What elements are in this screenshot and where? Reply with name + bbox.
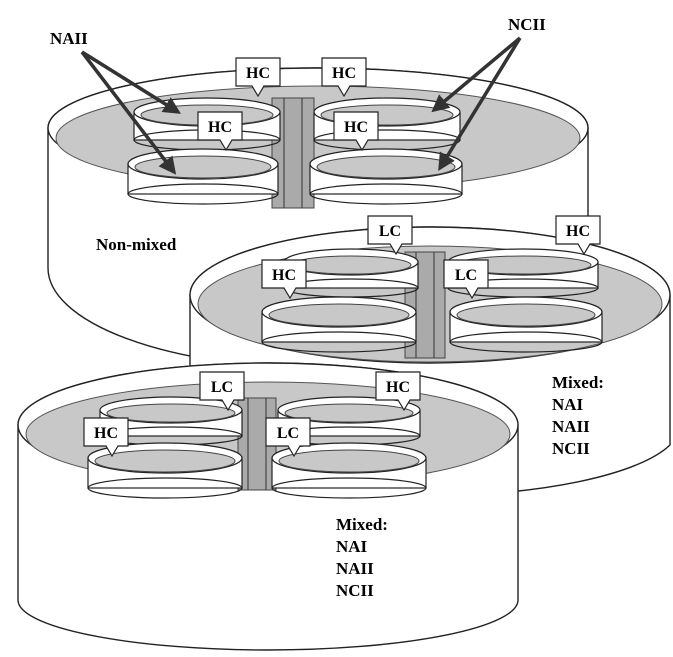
sign-label: HC [344,119,368,136]
sign-hc: HC [83,417,129,458]
callout-arrow [80,50,177,175]
callout-arrow [438,37,522,171]
callout-arrow [431,36,522,113]
tank-species: NCII [336,581,374,600]
sign-label: LC [211,379,233,396]
sign-hc: HC [261,259,307,300]
sign-hc: HC [375,371,421,412]
enclosure-back-left [99,396,243,446]
callout-label: NCII [508,15,546,34]
callout-ncii: NCII [431,15,546,171]
sign-hc: HC [321,57,367,98]
tank-species: NAII [336,559,374,578]
sign-label: LC [379,223,401,240]
enclosure-front-left [87,442,243,499]
sign-hc: HC [197,111,243,152]
sign-label: HC [246,65,270,82]
tank-mixed-left: LC HC HC LC Mixed: NAI NAII NCII [17,362,519,651]
tank-title: Mixed: [336,515,388,534]
enclosure-front-right [309,148,463,205]
callout-arrow [81,50,181,114]
sign-hc: HC [235,57,281,98]
sign-hc: HC [555,215,601,256]
sign-label: HC [94,425,118,442]
enclosure-front-right [449,296,603,353]
sign-lc: LC [443,259,489,300]
callout-naii: NAII [50,29,181,175]
sign-label: HC [272,267,296,284]
callout-label: NAII [50,29,88,48]
tank-species: NAI [552,395,584,414]
sign-label: HC [332,65,356,82]
sign-label: HC [208,119,232,136]
sign-label: LC [455,267,477,284]
enclosure-front-left [261,296,417,353]
tank-species: NAI [336,537,368,556]
tank-species: NAII [552,417,590,436]
sign-label: LC [277,425,299,442]
sign-label: HC [386,379,410,396]
sign-lc: LC [367,215,413,256]
sign-label: HC [566,223,590,240]
tank-title: Non-mixed [96,235,177,254]
tank-species: NCII [552,439,590,458]
sign-lc: LC [199,371,245,412]
sign-hc: HC [333,111,379,152]
enclosure-front-right [271,442,427,499]
sign-lc: LC [265,417,311,458]
tank-title: Mixed: [552,373,604,392]
